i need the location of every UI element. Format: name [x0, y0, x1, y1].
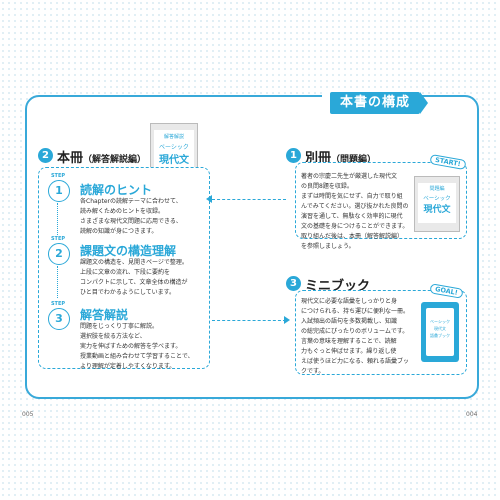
- step-3-label: STEP: [50, 301, 66, 307]
- section-3-line: 力もぐっと伸ばせます。繰り返し使: [301, 348, 397, 355]
- section-3-line: 言葉の意味を理解することで、読解: [301, 338, 397, 345]
- step-3-title: 解答解説: [80, 308, 129, 322]
- step-1-line: 読み解くためのヒントを収録。: [80, 208, 165, 215]
- page-number-left: 005: [22, 411, 34, 418]
- step-1-line: 読解の知識が身につきます。: [80, 228, 158, 235]
- section-3-line: 現代文に必要な語彙をしっかりと身: [301, 298, 398, 305]
- main-book-title1: ベーシック: [159, 144, 189, 151]
- problem-book-image: 問題編 ベーシック 現代文: [414, 176, 460, 232]
- step-3-number: 3: [48, 308, 70, 330]
- step-2-line: 課題文の構造を、見開きページで整理。: [80, 259, 188, 266]
- section-1-line: 取り組んだ後は、本冊（解答解説編）: [301, 233, 404, 240]
- section-3-line: クです。: [301, 368, 325, 375]
- section-1-line: まずは時間を気にせず、自力で取り組: [301, 193, 403, 200]
- mini-book-line3: 語彙ブック: [430, 333, 450, 338]
- section-1-subtitle: （問題編）: [331, 155, 377, 165]
- page-title: 本書の構成: [330, 92, 428, 114]
- step-3-line: より理解が定着しやすくなります。: [80, 363, 176, 370]
- step-3-line: 問題をじっくり丁寧に解説。: [80, 323, 159, 330]
- section-1-line: 文の基礎を身につけることができます。: [301, 223, 409, 230]
- page-number-right: 004: [466, 411, 478, 418]
- mini-book-line2: 現代文: [434, 326, 446, 331]
- section-1-line: 著者の宗慶二先生が厳選した現代文: [301, 173, 398, 180]
- step-1-label: STEP: [50, 173, 66, 179]
- problem-book-title1: ベーシック: [423, 196, 451, 202]
- mini-book-image: ベーシック 現代文 語彙ブック: [421, 302, 459, 362]
- mini-book-line1: ベーシック: [430, 319, 450, 324]
- step-3-line: 授業動画と組み合わせて学習することで、: [80, 353, 194, 360]
- section-1-number: 1: [286, 148, 301, 163]
- step-1-line: 各Chapterの読解テーマに合わせて、: [80, 198, 182, 205]
- step-2-label: STEP: [50, 236, 66, 242]
- step-3-badge: STEP 3: [46, 301, 70, 331]
- arrow-2-to-3: [212, 320, 286, 321]
- section-1-line: 演習を通して、無駄なく効率的に現代: [301, 213, 403, 220]
- arrow-1-to-2: [212, 199, 286, 200]
- step-3-body: 問題をじっくり丁寧に解説。 選択肢を絞る方法など、 実力を伸ばすための解答を学べ…: [80, 322, 205, 372]
- step-1-line: さまざまな現代文問題に応用できる、: [80, 218, 182, 225]
- step-2-number: 2: [48, 243, 70, 265]
- problem-book-label: 問題編: [429, 186, 445, 192]
- section-3-line: の総完成にぴったりのボリュームです。: [301, 328, 409, 335]
- main-book-title2: 現代文: [159, 155, 189, 166]
- section-1-line: を参照しましょう。: [301, 243, 355, 250]
- section-2-title-text: 本冊: [57, 151, 84, 166]
- step-3-line: 選択肢を絞る方法など、: [80, 333, 146, 340]
- arrow-head-icon: [206, 195, 212, 203]
- arrow-head-icon: [284, 316, 290, 324]
- step-2-title: 課題文の構造理解: [80, 244, 177, 258]
- step-2-badge: STEP 2: [46, 236, 70, 266]
- section-3-body: 現代文に必要な語彙をしっかりと身 につけられる、持ち運びに便利な一冊。 入試頻出…: [301, 297, 419, 377]
- step-2-line: ひと目でわかるようにしています。: [80, 289, 176, 296]
- section-2-number: 2: [38, 148, 53, 163]
- step-2-line: コンパクトに示して、文章全体の構造が: [80, 279, 188, 286]
- section-3-line: えば使うほど力になる、頼れる語彙ブッ: [301, 358, 410, 365]
- section-1-line: んでみてください。選び抜かれた良問の: [301, 203, 409, 210]
- section-2-subtitle: （解答解説編）: [83, 155, 147, 165]
- step-2-line: 上段に文章の流れ、下段に要約を: [80, 269, 171, 276]
- main-book-panel: [38, 167, 210, 369]
- main-book-label: 解答解説: [163, 134, 184, 140]
- problem-book-title2: 現代文: [423, 205, 451, 215]
- section-1-body: 著者の宗慶二先生が厳選した現代文 の良問8題を収録。 まずは時間を気にせず、自力…: [301, 172, 413, 252]
- step-3-line: 実力を伸ばすための解答を学べます。: [80, 343, 182, 350]
- section-1-line: の良問8題を収録。: [301, 183, 353, 190]
- section-3-number: 3: [286, 276, 301, 291]
- section-3-line: につけられる、持ち運びに便利な一冊。: [301, 308, 410, 315]
- section-3-line: 入試頻出の語句を多数掲載し、知識: [301, 318, 398, 325]
- step-1-connector: [57, 203, 58, 235]
- step-1-body: 各Chapterの読解テーマに合わせて、 読み解くためのヒントを収録。 さまざま…: [80, 197, 205, 237]
- step-1-title: 読解のヒント: [80, 183, 153, 197]
- section-2-title: 本冊（解答解説編）: [57, 147, 146, 166]
- step-2-connector: [57, 266, 58, 298]
- step-1-number: 1: [48, 180, 70, 202]
- step-2-body: 課題文の構造を、見開きページで整理。 上段に文章の流れ、下段に要約を コンパクト…: [80, 258, 205, 298]
- step-1-badge: STEP 1: [46, 173, 70, 203]
